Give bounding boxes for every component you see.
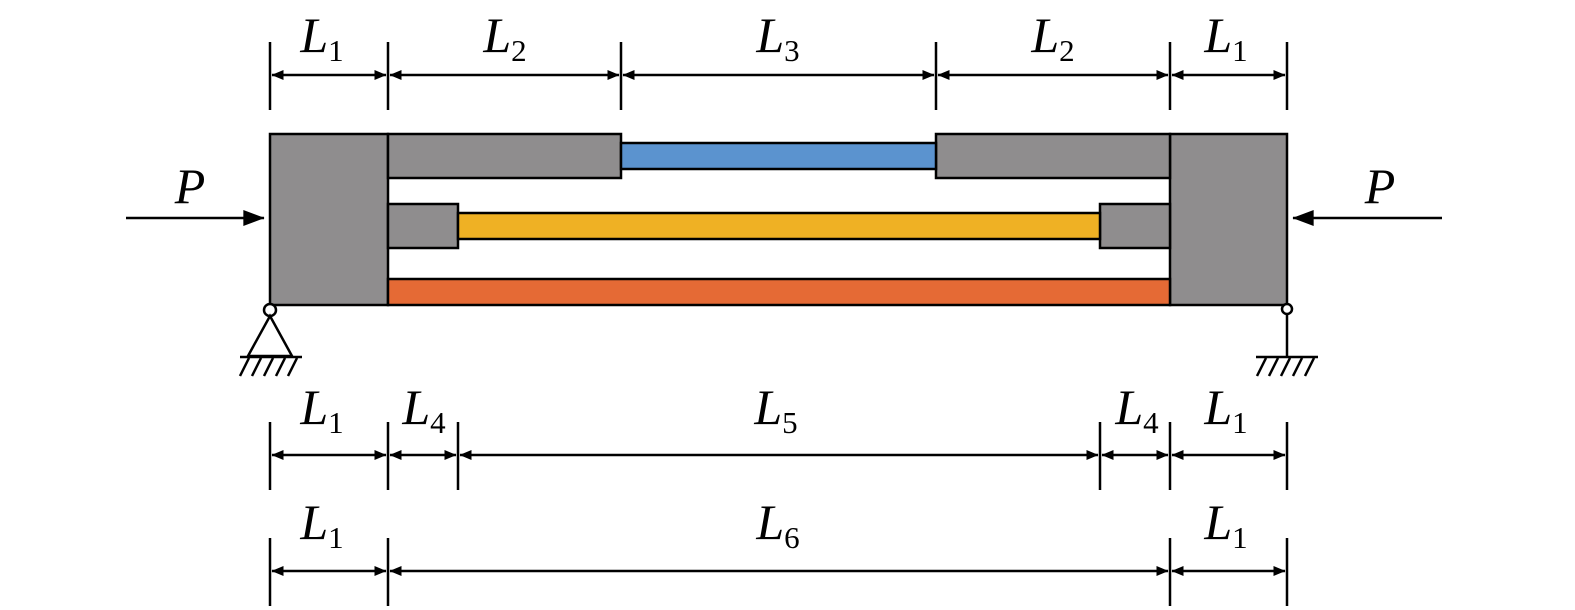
dim-middle-label-3: L5 (753, 379, 797, 440)
dim-middle-label-5: L1 (1203, 379, 1247, 440)
roller-support-hinge (1280, 302, 1294, 316)
dim-bottom-label-2: L6 (755, 494, 799, 555)
roller-support-hatch (1255, 357, 1316, 377)
dim-middle-label-1: L1 (299, 379, 343, 440)
load-left-label: P (174, 158, 206, 214)
dim-top-label-3: L3 (755, 7, 799, 68)
pin-support-hatch (238, 357, 299, 377)
roller-support (1255, 302, 1318, 377)
extension-lines-bottom (268, 538, 1289, 606)
dim-middle-label-2: L4 (401, 379, 446, 440)
dim-bottom-label-1: L1 (299, 494, 343, 555)
top-bar-blue (619, 141, 938, 171)
dim-middle-label-4: L4 (1114, 379, 1159, 440)
extension-lines-top (268, 42, 1289, 110)
extension-lines-middle (268, 422, 1289, 490)
dimension-row-middle: L1 L4 L5 L4 L1 (268, 379, 1289, 490)
middle-bar-yellow (456, 211, 1102, 241)
right-top-sleeve (934, 132, 1172, 180)
bottom-bar-orange (386, 277, 1172, 307)
load-right: P (1292, 158, 1442, 226)
dim-top-label-4: L2 (1030, 7, 1074, 68)
dim-bottom-label-3: L1 (1203, 494, 1247, 555)
left-end-block (268, 132, 390, 307)
pin-support (238, 302, 302, 377)
assembly (268, 132, 1289, 307)
dim-top-label-2: L2 (482, 7, 526, 68)
load-left: P (126, 158, 265, 226)
left-middle-sleeve (386, 202, 460, 250)
right-middle-sleeve (1098, 202, 1172, 250)
left-top-sleeve (386, 132, 623, 180)
right-end-block (1168, 132, 1289, 307)
pin-support-triangle (245, 313, 295, 358)
load-right-label: P (1364, 158, 1396, 214)
dimension-row-bottom: L1 L6 L1 (268, 494, 1289, 606)
dim-top-label-5: L1 (1203, 7, 1247, 68)
dimension-row-top: L1 L2 L3 L2 L1 (268, 7, 1289, 110)
dim-top-label-1: L1 (299, 7, 343, 68)
